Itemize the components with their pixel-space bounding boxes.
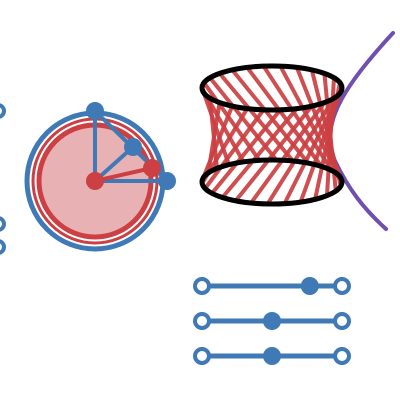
ruled-line <box>313 82 342 200</box>
slider-max-endpoint <box>333 347 351 365</box>
mid-handle[interactable] <box>124 138 142 156</box>
radius-line-red <box>94 166 153 183</box>
left-edge-markers <box>0 103 6 255</box>
ruled-line <box>261 65 334 172</box>
slider-2[interactable] <box>193 312 351 330</box>
ruled-line <box>245 66 324 168</box>
edge-marker-middle <box>0 216 6 232</box>
ruled-lines <box>200 65 344 206</box>
slider-3[interactable] <box>193 347 351 365</box>
top-rim <box>199 63 345 113</box>
slider-max-endpoint <box>333 277 351 295</box>
slider-1[interactable] <box>193 277 351 295</box>
slider-max-endpoint <box>333 312 351 330</box>
circle-radius-diagram[interactable] <box>24 102 176 252</box>
slider-min-endpoint <box>193 312 211 330</box>
ruled-line <box>202 81 262 162</box>
bottom-rim <box>199 157 345 207</box>
edge-marker-top <box>0 103 6 119</box>
hyperboloid-wireframe[interactable] <box>199 31 395 231</box>
ruled-line <box>230 68 310 165</box>
ruled-line <box>210 108 282 195</box>
ruled-line <box>218 72 295 163</box>
slider-group <box>193 277 351 365</box>
slider-min-endpoint <box>193 277 211 295</box>
slider-handle[interactable] <box>300 277 319 295</box>
edge-marker-bottom <box>0 239 6 255</box>
red-handle[interactable] <box>143 159 161 177</box>
ruled-line <box>208 76 278 162</box>
ruled-line <box>202 92 231 166</box>
ruled-line <box>220 107 299 199</box>
ruled-line <box>309 69 343 187</box>
center-handle[interactable] <box>86 172 104 190</box>
purple-curve <box>328 31 395 231</box>
top-handle[interactable] <box>86 102 104 120</box>
slider-handle[interactable] <box>263 312 281 330</box>
slider-handle[interactable] <box>263 347 281 365</box>
slider-min-endpoint <box>193 347 211 365</box>
right-handle[interactable] <box>158 172 176 190</box>
